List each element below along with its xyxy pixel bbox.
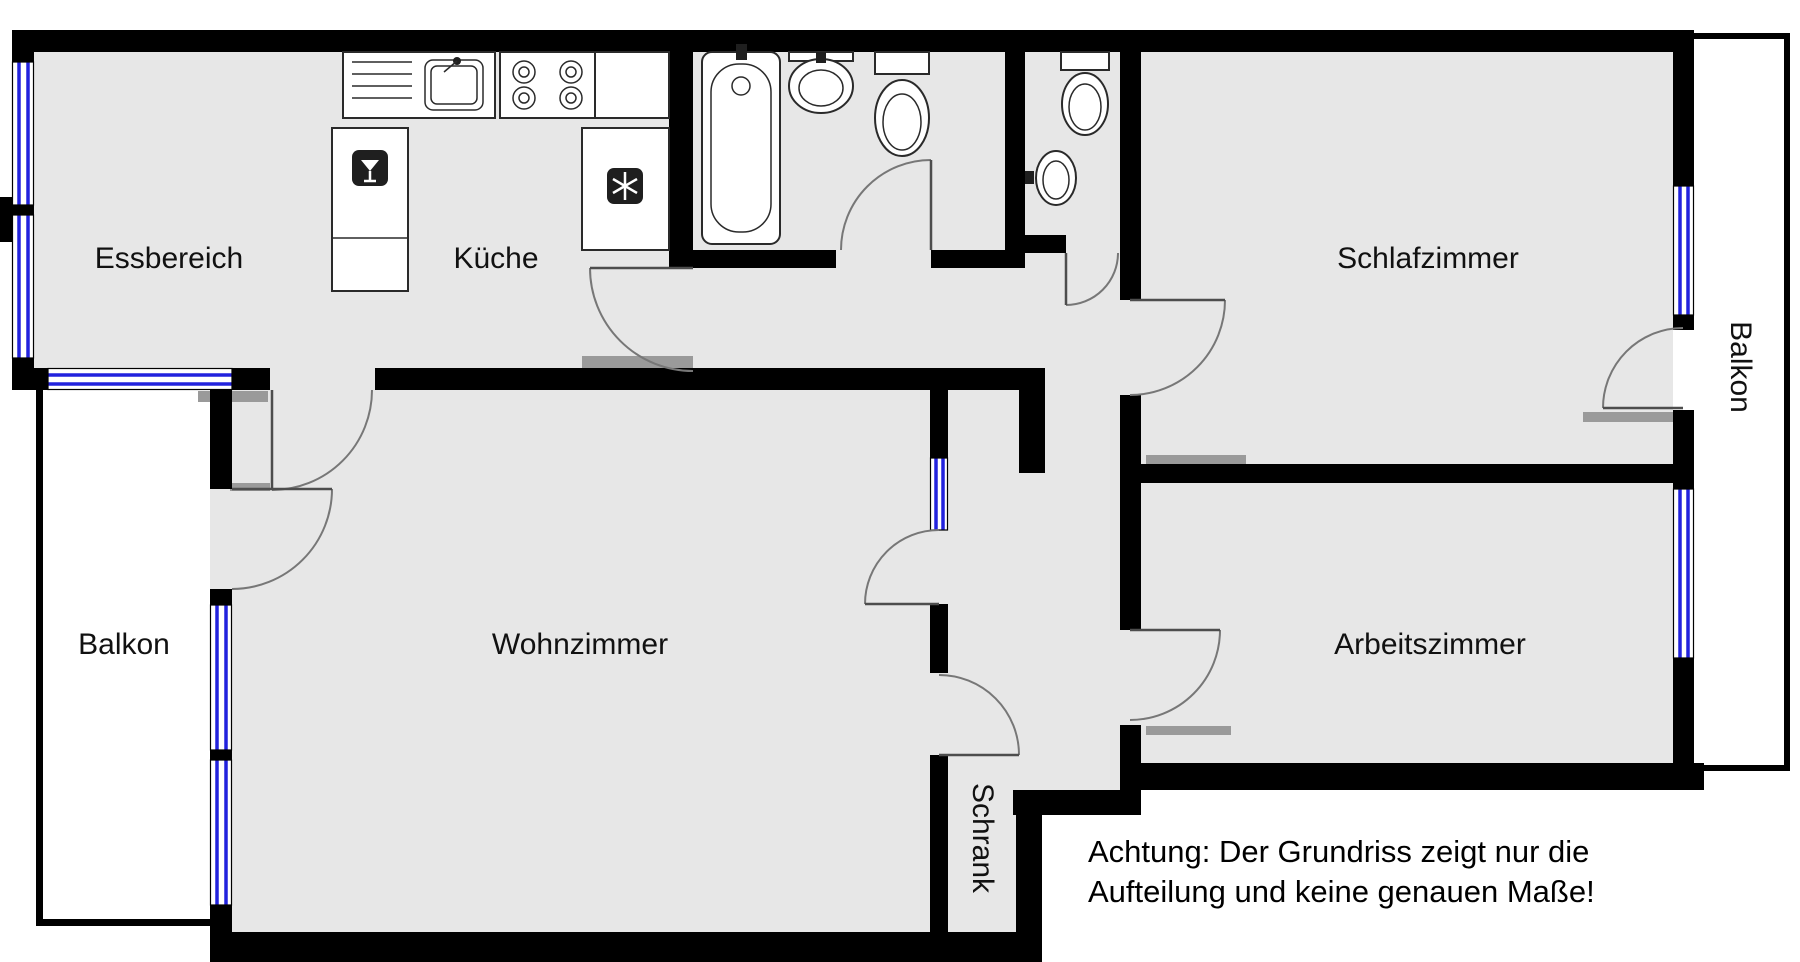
window-wohnzimmer-1 bbox=[209, 604, 233, 751]
window-wohnzimmer-2 bbox=[209, 759, 233, 906]
room-label-essbereich: Essbereich bbox=[94, 242, 244, 275]
door-wohnzimmer-flur bbox=[864, 529, 940, 606]
room-label-balkon-right: Balkon bbox=[1724, 321, 1757, 413]
kitchen-counter bbox=[594, 51, 670, 119]
door-wc bbox=[1064, 252, 1119, 306]
doors bbox=[231, 159, 1684, 757]
stove bbox=[499, 51, 596, 119]
bathtub bbox=[701, 44, 781, 245]
washbasin bbox=[788, 51, 854, 114]
room-label-arbeitszimmer: Arbeitszimmer bbox=[1334, 628, 1526, 661]
freezer bbox=[581, 127, 670, 251]
door-wohnzimmer-balkon bbox=[231, 487, 333, 590]
window-schlafzimmer-right bbox=[1672, 185, 1695, 316]
window-essbereich-left-2 bbox=[11, 214, 35, 359]
toilet-bathroom bbox=[874, 51, 930, 157]
balcony-right-outline bbox=[1694, 33, 1790, 771]
window-essbereich-left-1 bbox=[11, 61, 35, 206]
balcony-left-outline bbox=[36, 390, 210, 926]
room-label-balkon-left: Balkon bbox=[78, 628, 170, 661]
snowflake-icon bbox=[607, 168, 643, 204]
door-kueche-flur bbox=[589, 266, 694, 372]
window-essbereich-bottom bbox=[47, 367, 233, 391]
window-hall-divider bbox=[929, 457, 949, 531]
disclaimer-note: Achtung: Der Grundriss zeigt nur die Auf… bbox=[1088, 832, 1595, 911]
room-label-schrank: Schrank bbox=[966, 782, 999, 894]
door-flur-schrank bbox=[938, 674, 1020, 757]
fridge bbox=[331, 127, 409, 292]
toilet-wc bbox=[1060, 51, 1110, 136]
window-arbeitszimmer-right bbox=[1672, 488, 1695, 659]
cocktail-icon bbox=[352, 150, 388, 186]
corner-washbasin bbox=[1025, 150, 1077, 206]
door-bad bbox=[840, 159, 933, 251]
kitchen-sink bbox=[342, 51, 496, 119]
windows bbox=[11, 61, 1695, 906]
door-schlafzimmer bbox=[1129, 298, 1226, 396]
room-label-schlafzimmer: Schlafzimmer bbox=[1337, 242, 1519, 275]
room-label-wohnzimmer: Wohnzimmer bbox=[491, 628, 669, 661]
room-label-kueche: Küche bbox=[453, 242, 539, 275]
walls bbox=[0, 30, 1704, 962]
door-arbeitszimmer bbox=[1129, 628, 1221, 721]
disclaimer-line-1: Achtung: Der Grundriss zeigt nur die bbox=[1088, 834, 1590, 869]
door-schlafzimmer-balkon bbox=[1602, 327, 1684, 410]
floors bbox=[31, 52, 1673, 932]
disclaimer-line-2: Aufteilung und keine genauen Maße! bbox=[1088, 873, 1595, 909]
